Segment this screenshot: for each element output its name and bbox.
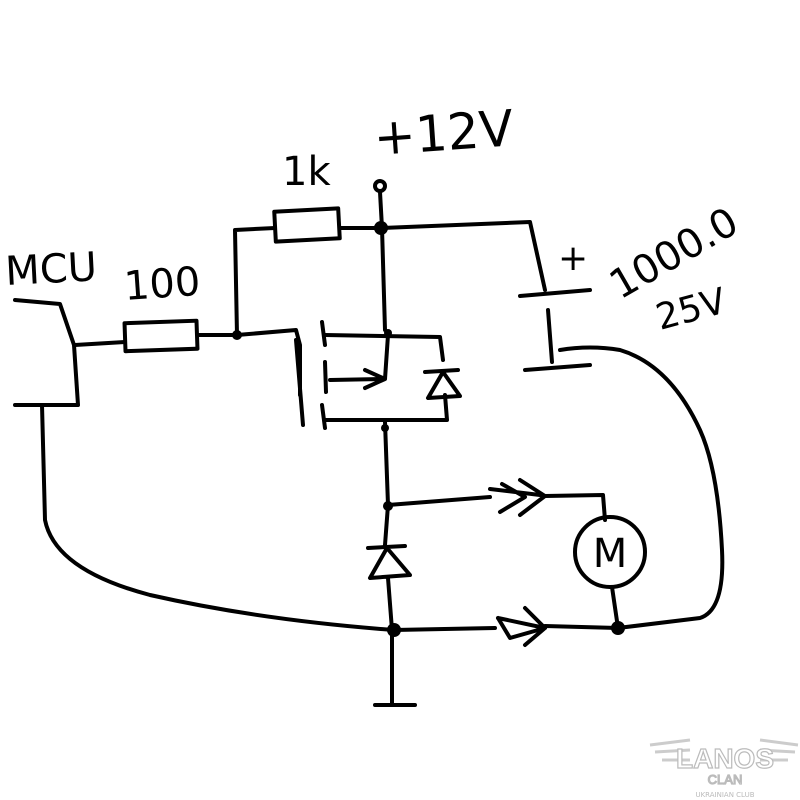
- watermark-tagline: UKRAINIAN CLUB: [695, 791, 754, 799]
- resistor-1k-label: 1k: [282, 149, 331, 195]
- wire-cap-plus: [380, 220, 547, 292]
- watermark-logo: LANOS CLAN UKRAINIAN CLUB: [649, 738, 799, 799]
- wire-mcu-ground: [40, 403, 396, 632]
- wire-r1-gate: [196, 328, 302, 397]
- mosfet-drain: [323, 333, 445, 362]
- junction-source: [381, 424, 389, 432]
- mosfet-source: [323, 393, 449, 422]
- capacitor-polarity-label: +: [558, 238, 588, 279]
- mosfet-channel: [320, 320, 328, 430]
- mosfet-arrow: [328, 333, 390, 390]
- watermark-subtitle: CLAN: [708, 772, 743, 787]
- resistor-1k: [272, 206, 342, 244]
- capacitor-plate-minus: [523, 308, 592, 372]
- wire-gate-r2: [233, 226, 277, 337]
- mcu-label: MCU: [4, 244, 98, 295]
- supply-terminal: [373, 179, 387, 193]
- mosfet-gate: [294, 338, 305, 427]
- body-diode: [423, 368, 462, 400]
- mcu-block: [13, 298, 80, 407]
- wire-source-node: [383, 420, 390, 547]
- capacitor-voltage-label: 25V: [652, 281, 731, 339]
- wire-mcu-r1: [73, 340, 127, 347]
- supply-label: +12V: [372, 99, 515, 167]
- motor-label: M: [593, 531, 628, 577]
- resistor-100-label: 100: [122, 259, 201, 310]
- junction-drain: [384, 329, 392, 337]
- wire-motor-plus: [386, 478, 607, 522]
- resistor-100: [122, 318, 200, 354]
- watermark-title: LANOS: [676, 743, 774, 774]
- wire-ground-return: [392, 345, 725, 647]
- wire-supply: [378, 190, 387, 332]
- capacitor-plate-plus: [518, 288, 592, 298]
